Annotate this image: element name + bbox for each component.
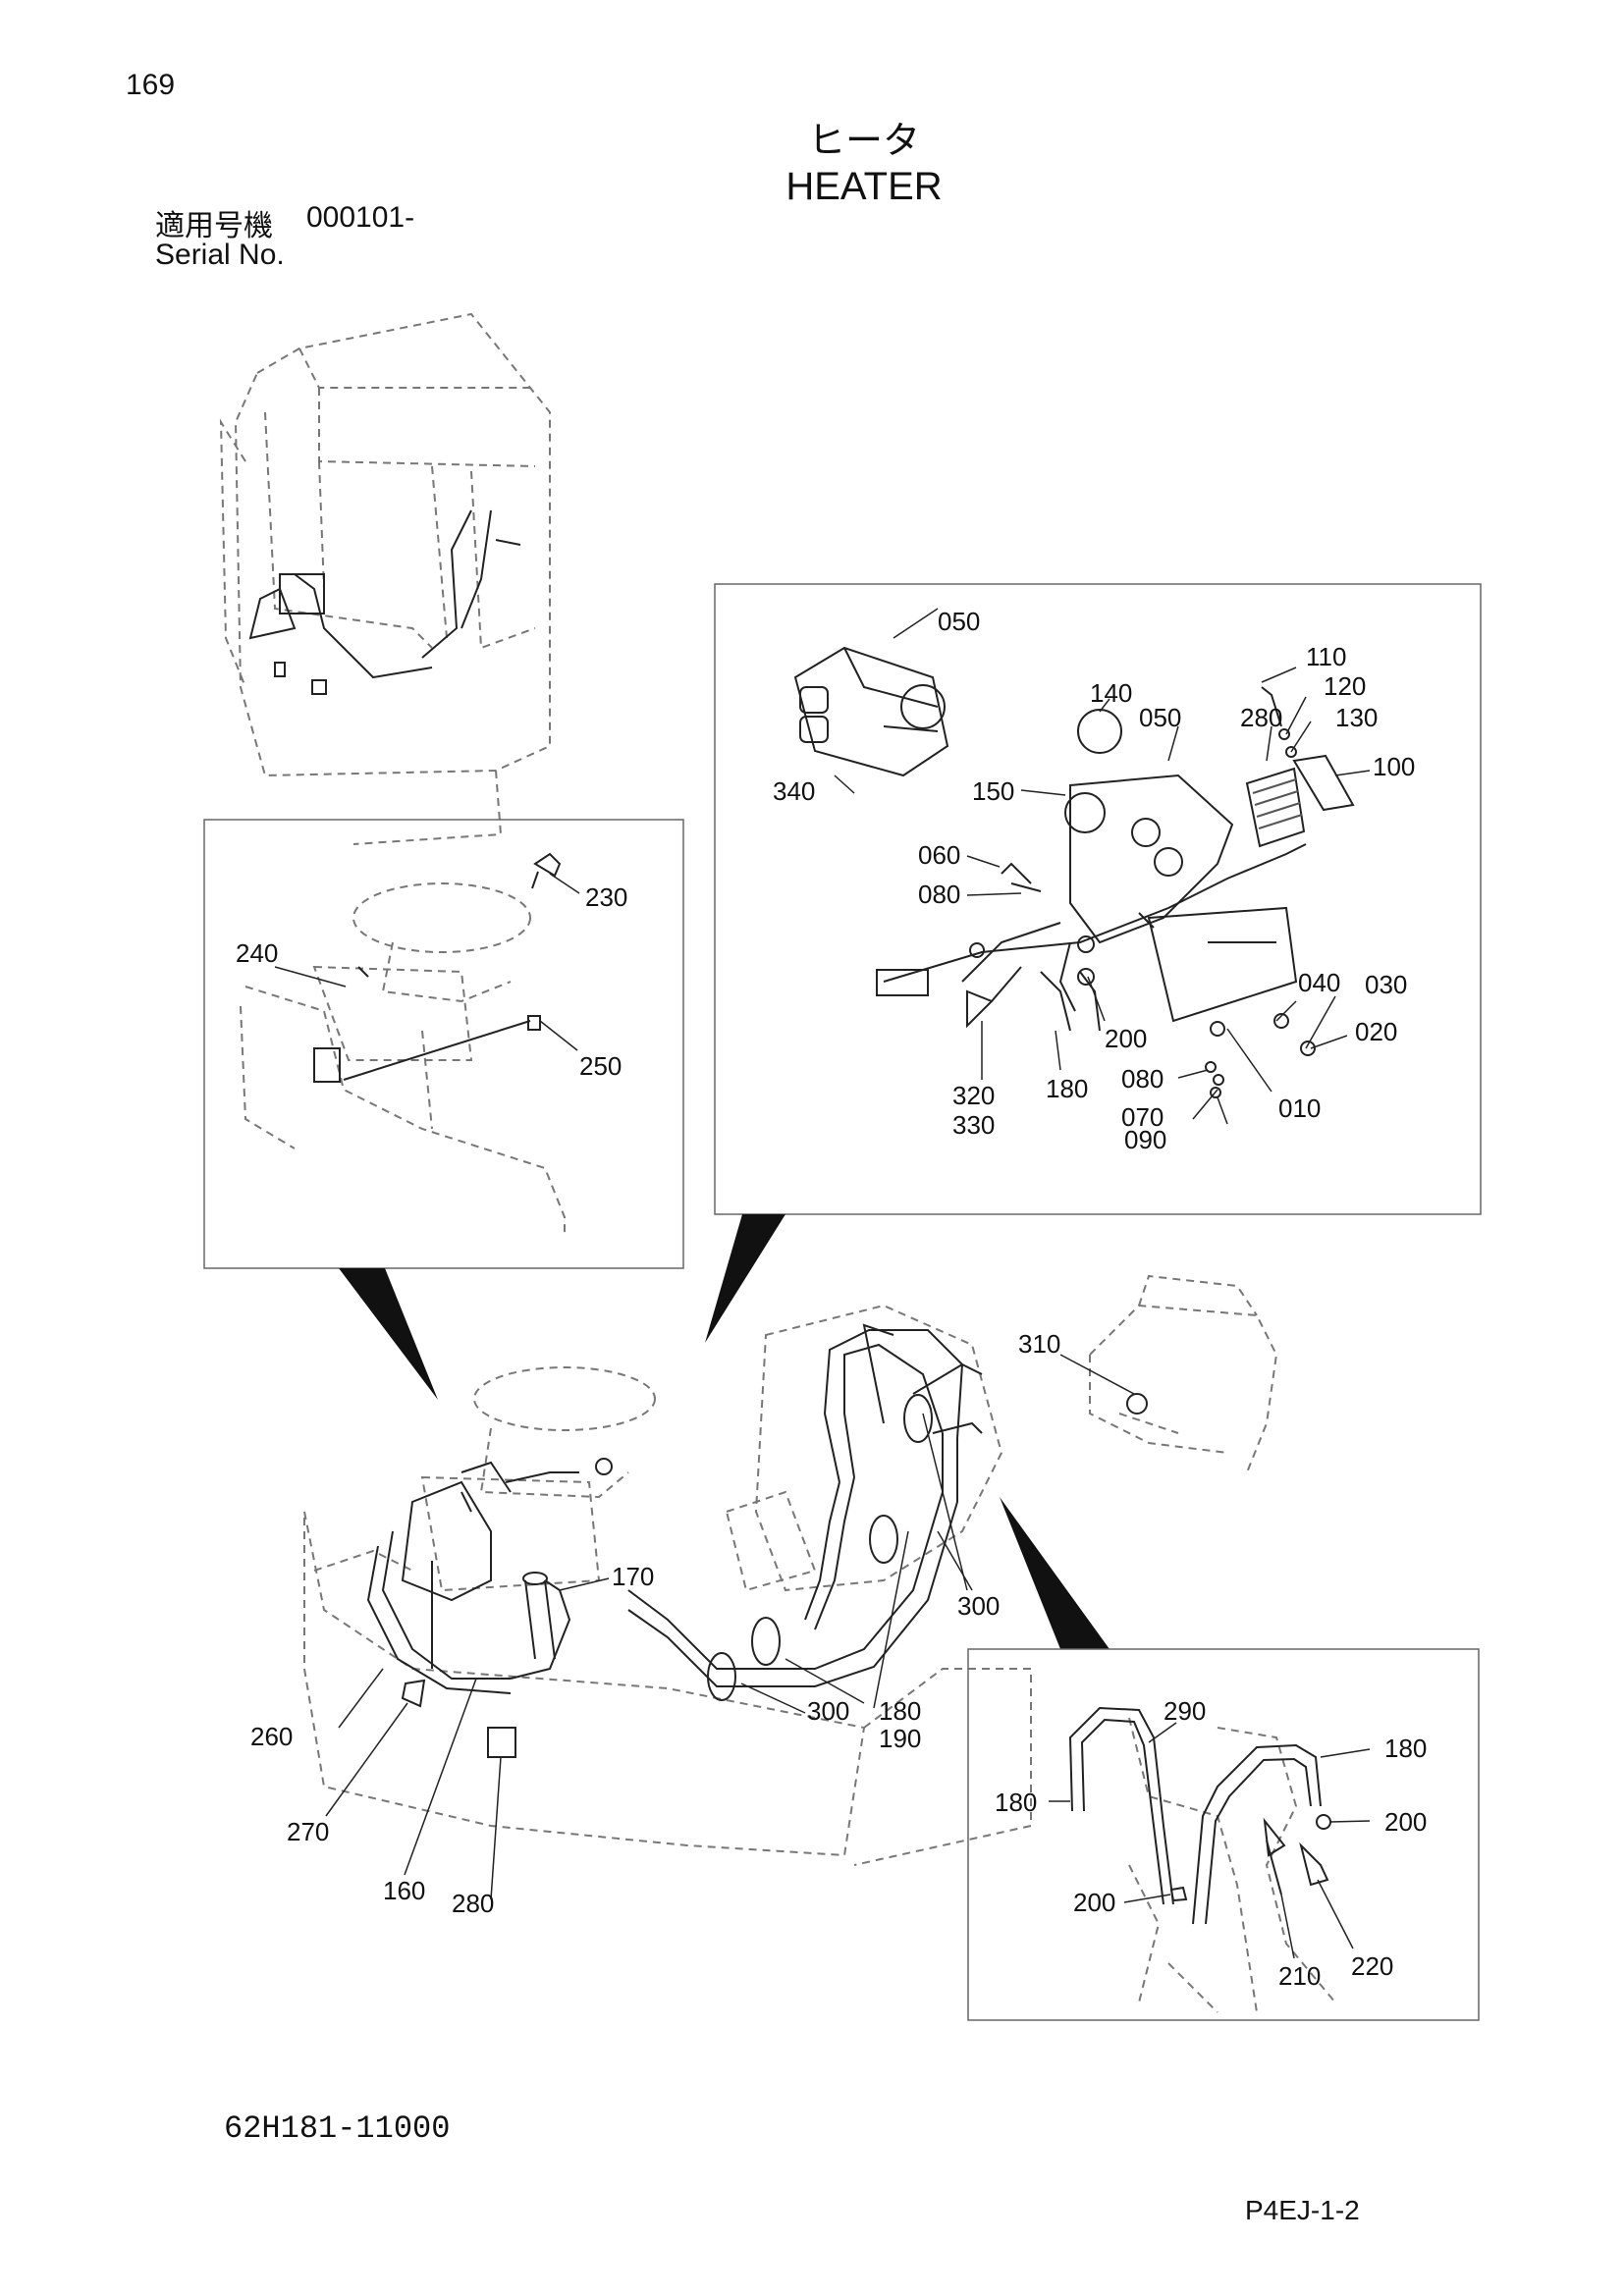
page-number: 169 <box>126 69 176 101</box>
callout-label: 340 <box>773 776 815 806</box>
callout-label: 330 <box>952 1110 995 1140</box>
drawing-code: 62H181-11000 <box>224 2110 451 2147</box>
callout-label: 250 <box>579 1051 622 1081</box>
callout-label: 210 <box>1278 1961 1321 1991</box>
callout-label: 200 <box>1384 1807 1427 1837</box>
callout-label: 200 <box>1105 1024 1147 1053</box>
cab-heater-lines <box>248 509 521 695</box>
callout-label: 110 <box>1306 642 1346 671</box>
callout-label: 220 <box>1351 1951 1393 1981</box>
callout-label: 190 <box>879 1724 921 1753</box>
serial-number: 000101- <box>306 201 415 234</box>
callout-label: 080 <box>1121 1064 1164 1094</box>
cab-overview-drawing <box>219 312 551 845</box>
callout-label: 130 <box>1335 703 1378 732</box>
callout-label: 060 <box>918 840 960 870</box>
upper-right-leader-lines <box>834 608 1371 1125</box>
callout-label: 310 <box>1018 1329 1060 1359</box>
title-japanese: ヒータ <box>807 119 920 162</box>
callout-arrow-upper <box>705 1214 785 1343</box>
page-title: HEATER <box>785 165 943 208</box>
detail-panel-heater-unit <box>714 583 1482 1215</box>
callout-label: 180 <box>1384 1734 1427 1763</box>
callout-label: 020 <box>1355 1017 1397 1046</box>
callout-label: 260 <box>250 1722 293 1751</box>
callout-label: 170 <box>612 1562 654 1591</box>
callout-label: 300 <box>957 1591 1000 1621</box>
machine-overview-drawing <box>303 1274 1278 1900</box>
page-code: P4EJ-1-2 <box>1245 2195 1360 2225</box>
callout-label: 200 <box>1073 1888 1115 1917</box>
callout-label: 100 <box>1373 752 1415 781</box>
callout-arrow-right <box>1000 1497 1110 1649</box>
callout-label: 090 <box>1124 1125 1166 1154</box>
callout-label: 010 <box>1278 1094 1321 1123</box>
serial-label-japanese: 適用号機 <box>155 209 273 243</box>
detail-panel-steering <box>203 819 684 1269</box>
callout-labels: 050 340 140 050 280 110 120 130 100 150 … <box>236 607 1427 1991</box>
callout-label: 280 <box>452 1889 494 1918</box>
callout-label: 290 <box>1164 1696 1206 1726</box>
callout-label: 270 <box>287 1817 329 1846</box>
callout-label: 140 <box>1090 678 1132 708</box>
callout-label: 180 <box>879 1696 921 1726</box>
callout-label: 180 <box>995 1788 1037 1817</box>
callout-label: 240 <box>236 938 278 968</box>
callout-label: 040 <box>1298 968 1340 997</box>
callout-label: 300 <box>807 1696 849 1726</box>
steering-detail-drawing <box>240 852 580 1237</box>
callout-label: 120 <box>1324 671 1366 701</box>
callout-label: 180 <box>1046 1074 1088 1103</box>
callout-label: 160 <box>383 1876 425 1905</box>
callout-label: 150 <box>972 776 1014 806</box>
callout-label: 070 <box>1121 1102 1164 1132</box>
callout-arrow-left <box>339 1268 438 1400</box>
callout-label: 050 <box>938 607 980 636</box>
callout-label: 320 <box>952 1081 995 1110</box>
callout-label: 230 <box>585 882 627 912</box>
callout-label: 080 <box>918 880 960 909</box>
callout-label: 280 <box>1240 703 1282 732</box>
callout-label: 030 <box>1365 970 1407 999</box>
callout-label: 050 <box>1139 703 1181 732</box>
engine-connection-drawing <box>1049 1706 1371 2013</box>
serial-label: Serial No. <box>155 239 285 271</box>
heater-unit-drawing <box>793 646 1355 1098</box>
detail-panel-engine-connections <box>967 1648 1480 2021</box>
